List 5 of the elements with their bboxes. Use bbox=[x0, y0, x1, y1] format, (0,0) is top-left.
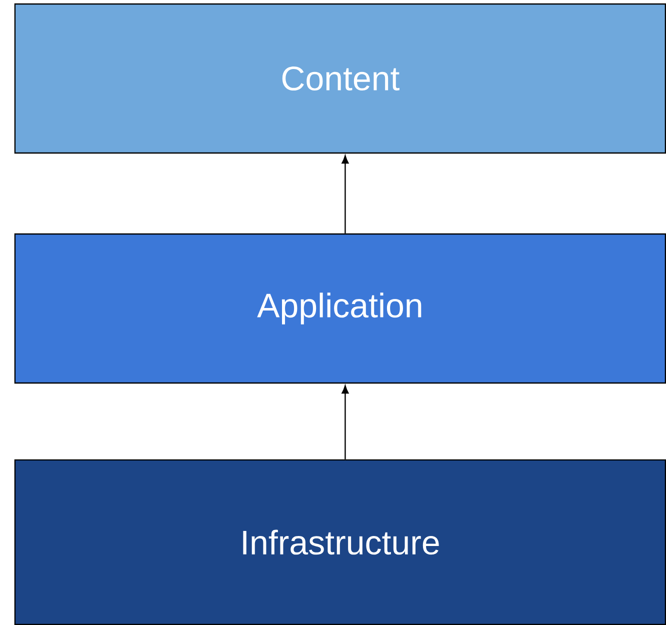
arrow bbox=[342, 155, 349, 234]
layer-box: Content bbox=[14, 3, 666, 154]
layer-box: Application bbox=[14, 233, 666, 384]
layer-box: Infrastructure bbox=[14, 459, 666, 625]
arrow bbox=[342, 385, 349, 460]
